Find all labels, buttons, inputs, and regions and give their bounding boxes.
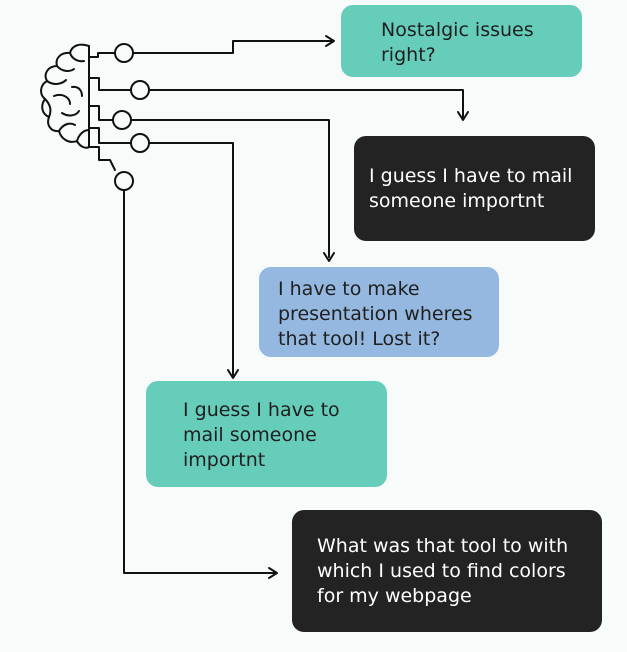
thought-bubble-presentation: I have to make presentation wheres that …	[259, 267, 499, 357]
thought-bubble-color-tool: What was that tool to with which I used …	[292, 510, 602, 632]
bubble-text: I have to make presentation wheres that …	[278, 278, 473, 350]
bubble-text: What was that tool to with which I used …	[317, 535, 569, 607]
thought-bubble-nostalgic: Nostalgic issues right?	[341, 5, 582, 77]
node-circle	[112, 110, 132, 130]
thought-bubble-mail: I guess I have to mail someone importnt	[354, 136, 595, 241]
connector-2	[148, 89, 464, 118]
bubble-text: I guess I have to mail someone importnt	[369, 165, 573, 212]
arrow-down-icon	[227, 369, 239, 379]
bubble-text: I guess I have to mail someone importnt	[183, 399, 340, 471]
arrow-down-icon	[457, 111, 469, 121]
arrow-right-icon	[268, 567, 278, 579]
connector-3	[130, 119, 330, 258]
node-circle	[130, 133, 150, 153]
connector-4	[148, 142, 234, 376]
bubble-text: Nostalgic issues right?	[381, 19, 534, 66]
node-circle	[130, 80, 150, 100]
arrow-right-icon	[325, 35, 335, 47]
connector-5	[123, 189, 277, 574]
arrow-down-icon	[323, 252, 335, 262]
thought-bubble-mail-repeat: I guess I have to mail someone importnt	[146, 381, 387, 487]
connector-1	[132, 40, 334, 54]
brain-icon	[40, 43, 90, 149]
node-circle	[114, 43, 134, 63]
node-circle	[114, 171, 134, 191]
